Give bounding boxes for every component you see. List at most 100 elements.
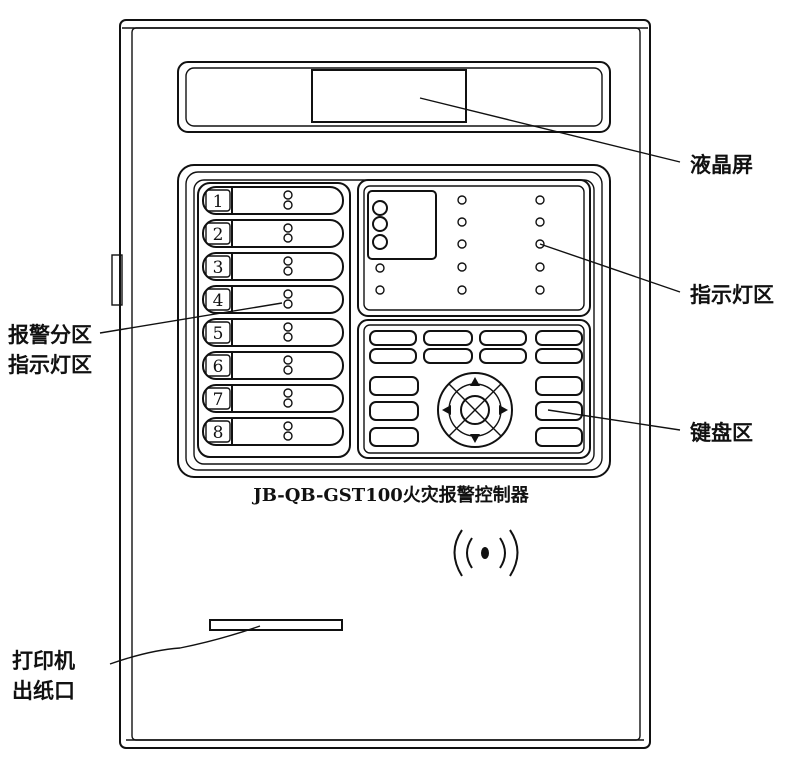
keypad-key[interactable] xyxy=(369,427,419,447)
zone-number-box xyxy=(205,189,231,212)
zone-slot xyxy=(202,384,344,413)
indicator-led xyxy=(535,217,545,227)
printer-callout-line2: 出纸口 xyxy=(12,679,75,703)
keypad-key[interactable] xyxy=(423,330,473,346)
zone-number-box xyxy=(205,255,231,278)
right-arrow-icon xyxy=(499,405,508,415)
zone-slot xyxy=(202,351,344,380)
keypad-key[interactable] xyxy=(535,376,583,396)
zone-number: 2 xyxy=(213,225,224,245)
keypad-key[interactable] xyxy=(369,401,419,421)
indicator-led xyxy=(457,285,467,295)
keypad-key[interactable] xyxy=(535,330,583,346)
zone-number-box xyxy=(205,288,231,311)
zone-led-fault xyxy=(283,233,293,243)
zone-led-fire xyxy=(283,289,293,299)
keypad-key[interactable] xyxy=(535,401,583,421)
indicator-led xyxy=(457,217,467,227)
status-led-small xyxy=(375,263,385,273)
zone-indicator-callout-line2: 指示灯区 xyxy=(8,353,92,377)
zone-led-fault xyxy=(283,332,293,342)
zone-slot xyxy=(202,285,344,314)
zone-led-fault xyxy=(283,200,293,210)
zone-number-box xyxy=(205,387,231,410)
zone-row: 4 xyxy=(202,285,344,314)
model-label: JB-QB-GST100火灾报警控制器 xyxy=(251,484,530,506)
printer-leader xyxy=(109,625,261,665)
status-led-small xyxy=(375,285,385,295)
indicator-led xyxy=(457,239,467,249)
zone-row: 6 xyxy=(202,351,344,380)
indicator-led xyxy=(535,285,545,295)
lcd-screen xyxy=(177,61,611,133)
control-panel xyxy=(177,164,611,478)
leader-lines xyxy=(99,97,681,665)
keypad-key[interactable] xyxy=(369,330,417,346)
zone-led-fault xyxy=(283,266,293,276)
zone-number: 4 xyxy=(213,291,224,311)
zone-number-box xyxy=(205,420,231,443)
zone-led-fire xyxy=(283,355,293,365)
indicator-led xyxy=(535,195,545,205)
printer-callout-line1: 打印机 xyxy=(12,649,75,673)
down-arrow-icon xyxy=(470,434,480,443)
indicator-led xyxy=(457,262,467,272)
keypad-key[interactable] xyxy=(479,348,527,364)
keypad-callout: 键盘区 xyxy=(690,421,753,445)
speaker-icon xyxy=(453,529,519,577)
zone-indicator-area: 1 2 3 4 5 6 7 8 xyxy=(197,182,351,458)
zone-row: 2 xyxy=(202,219,344,248)
zone-number: 3 xyxy=(213,258,224,278)
indicator-light-area xyxy=(357,179,591,317)
zone-led-fault xyxy=(283,299,293,309)
zone-indicator-callout-line1: 报警分区 xyxy=(8,323,92,347)
left-arrow-icon xyxy=(442,405,451,415)
status-led-large xyxy=(372,216,388,232)
indicator-callout: 指示灯区 xyxy=(690,283,774,307)
zone-row: 1 xyxy=(202,186,344,215)
zone-slot xyxy=(202,417,344,446)
zone-led-fire xyxy=(283,256,293,266)
keypad-area xyxy=(357,319,591,459)
zone-led-fire xyxy=(283,322,293,332)
zone-led-fault xyxy=(283,398,293,408)
zone-led-fire xyxy=(283,388,293,398)
direction-pad-icon xyxy=(437,372,513,448)
up-arrow-icon xyxy=(470,377,480,386)
zone-indicator-leader xyxy=(99,302,283,334)
zone-number: 6 xyxy=(213,357,224,377)
printer-paper-slot xyxy=(209,619,343,631)
zone-led-fire xyxy=(283,421,293,431)
keypad-key[interactable] xyxy=(535,427,583,447)
zone-led-fire xyxy=(283,223,293,233)
zone-number: 1 xyxy=(213,192,224,212)
zone-led-fault xyxy=(283,431,293,441)
zone-led-fault xyxy=(283,365,293,375)
cabinet-body xyxy=(111,19,651,749)
indicator-led xyxy=(535,239,545,249)
indicator-leader xyxy=(539,243,681,293)
keypad-key[interactable] xyxy=(535,348,583,364)
zone-led-fire xyxy=(283,190,293,200)
lcd-callout: 液晶屏 xyxy=(690,153,753,177)
zone-slot xyxy=(202,219,344,248)
indicator-led xyxy=(457,195,467,205)
zone-number-box xyxy=(205,321,231,344)
status-led-large xyxy=(372,234,388,250)
zone-number: 8 xyxy=(213,423,224,443)
keypad-key[interactable] xyxy=(369,376,419,396)
zone-number: 7 xyxy=(213,390,224,410)
zone-slot xyxy=(202,252,344,281)
zone-number-box xyxy=(205,354,231,377)
keypad-key[interactable] xyxy=(369,348,417,364)
indicator-led xyxy=(535,262,545,272)
zone-row: 8 xyxy=(202,417,344,446)
keypad-key[interactable] xyxy=(479,330,527,346)
keypad-key[interactable] xyxy=(423,348,473,364)
zone-slot xyxy=(202,318,344,347)
side-latch xyxy=(111,254,123,306)
lcd-leader xyxy=(419,97,681,163)
zone-number: 5 xyxy=(213,324,224,344)
zone-number-box xyxy=(205,222,231,245)
